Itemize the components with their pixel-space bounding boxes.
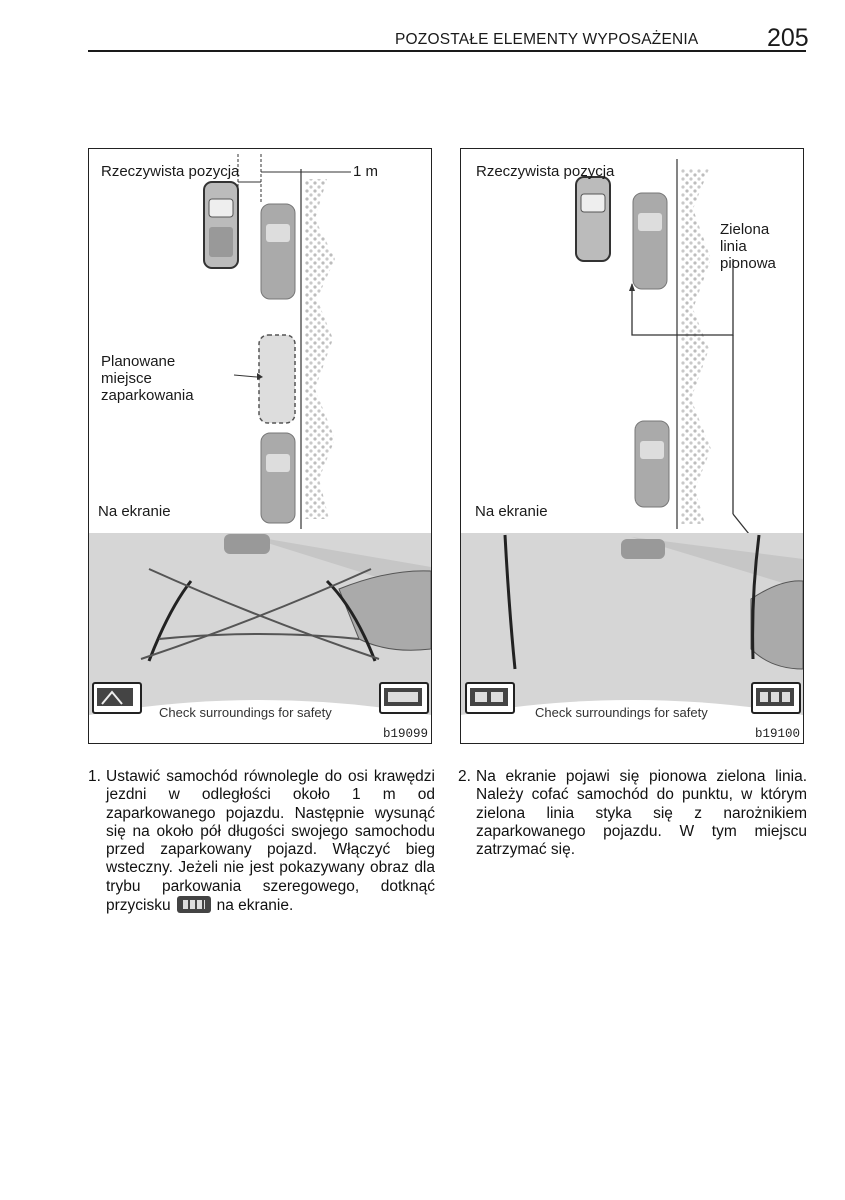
parking-spaces-icon[interactable] (751, 682, 801, 714)
screen-safety-warning: Check surroundings for safety (159, 705, 332, 720)
parallel-parking-icon[interactable] (379, 682, 429, 714)
figure-parallel-parking-start: Rzeczywista pozycja 1 m Planowane miejsc… (88, 148, 432, 744)
parking-guide-icon[interactable] (92, 682, 142, 714)
parallel-guide-icon[interactable] (465, 682, 515, 714)
label-planned-spot: Planowane miejsce zaparkowania (101, 353, 201, 404)
step-text: Na ekranie pojawi się pionowa zielona li… (476, 768, 807, 859)
parking-diagram-illustration (89, 149, 431, 743)
label-distance: 1 m (353, 163, 378, 180)
header-rule (88, 50, 806, 52)
figure-green-line: Rzeczywista pozycja Zielona linia pionow… (460, 148, 804, 744)
running-header: POZOSTAŁE ELEMENTY WYPOSAŻENIA (395, 31, 698, 49)
label-green-line: Zielona linia pionowa (720, 221, 800, 272)
parallel-parking-button-icon (177, 896, 211, 913)
label-on-screen: Na ekranie (475, 503, 548, 520)
label-on-screen: Na ekranie (98, 503, 171, 520)
label-actual-position: Rzeczywista pozycja (101, 163, 239, 180)
figure-code: b19099 (383, 727, 428, 741)
step-text: Ustawić samochód równolegle do osi krawę… (106, 768, 435, 915)
step-number: 2. (458, 768, 471, 786)
screen-safety-warning: Check surroundings for safety (535, 705, 708, 720)
step-number: 1. (88, 768, 101, 786)
label-actual-position: Rzeczywista pozycja (476, 163, 614, 180)
page-number: 205 (767, 24, 809, 53)
figure-code: b19100 (755, 727, 800, 741)
